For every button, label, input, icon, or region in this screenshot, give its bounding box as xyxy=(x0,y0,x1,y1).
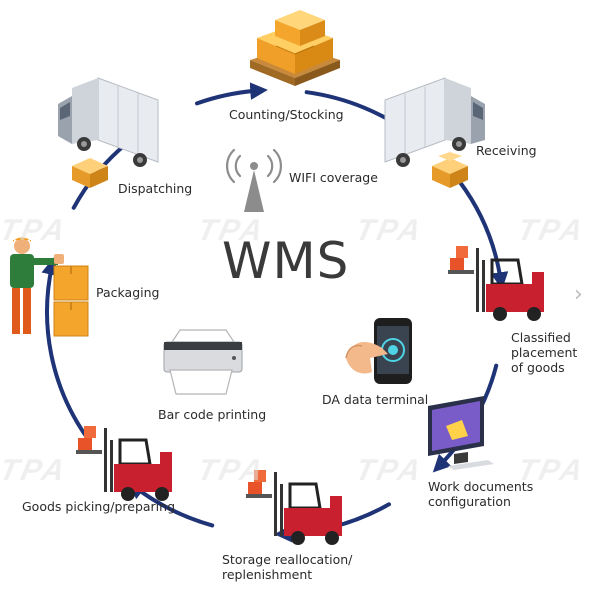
chevron-right-icon[interactable]: › xyxy=(574,282,583,307)
watermark-text: TPA xyxy=(352,214,427,247)
watermark-text: TPA xyxy=(0,214,71,247)
box-stack-icon xyxy=(72,158,108,188)
truck-icon xyxy=(384,77,485,167)
smartphone-icon xyxy=(345,318,412,384)
forklift-icon xyxy=(246,470,342,545)
inner-label-da-terminal: DA data terminal xyxy=(322,392,429,407)
truck-icon xyxy=(58,77,159,167)
forklift-icon xyxy=(448,246,544,321)
step-label-packaging: Packaging xyxy=(96,285,160,300)
monitor-icon xyxy=(428,396,494,470)
watermark-text: TPA xyxy=(194,454,269,487)
worker-icon xyxy=(10,237,64,334)
cycle-arrow xyxy=(41,257,88,439)
step-label-counting: Counting/Stocking xyxy=(229,107,344,122)
watermark-text: TPA xyxy=(352,454,427,487)
center-title: WMS xyxy=(222,232,350,290)
step-label-receiving: Receiving xyxy=(476,143,537,158)
printer-icon xyxy=(163,329,243,395)
step-label-storage: Storage reallocation/ replenishment xyxy=(222,552,353,582)
watermark-text: TPA xyxy=(0,454,71,487)
stacked-boxes-icon xyxy=(250,10,340,86)
forklift-icon xyxy=(76,426,172,501)
step-label-classified: Classified placement of goods xyxy=(511,330,578,375)
step-label-dispatching: Dispatching xyxy=(118,181,193,196)
box-stack-icon xyxy=(432,152,468,188)
cycle-arrow xyxy=(457,179,509,290)
step-label-workdocs: Work documents configuration xyxy=(428,479,534,509)
inner-label-barcode: Bar code printing xyxy=(158,407,267,422)
cycle-arrow xyxy=(195,82,268,106)
step-label-picking: Goods picking/preparing xyxy=(22,499,176,514)
inner-label-wifi: WIFI coverage xyxy=(289,170,378,185)
wifi-icon xyxy=(226,148,282,212)
box-stack-icon xyxy=(53,265,89,337)
watermark-text: TPA xyxy=(514,214,589,247)
